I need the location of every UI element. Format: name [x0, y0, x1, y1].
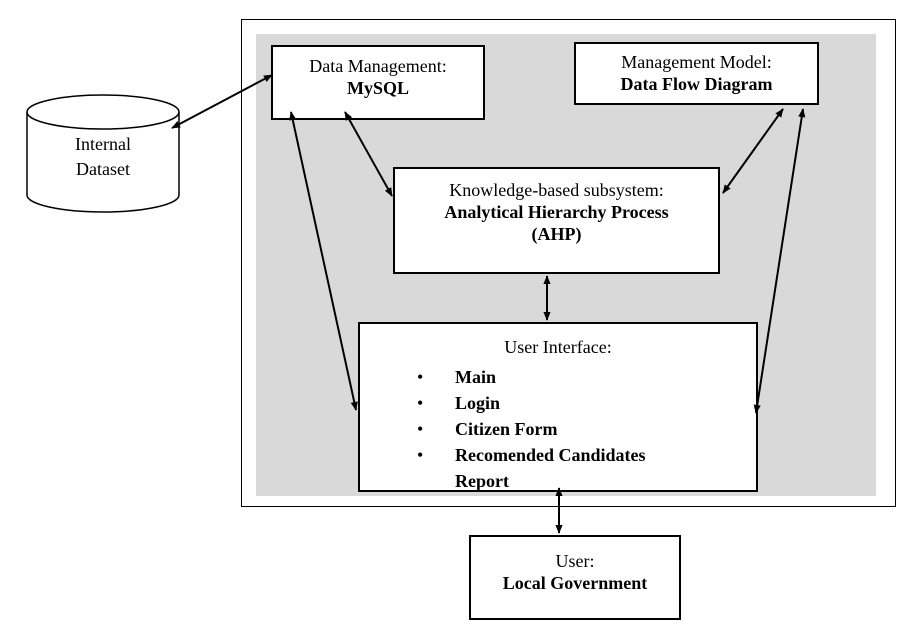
- arrow-managementmodel-userinterface: [753, 108, 806, 414]
- dataset-line-2: Dataset: [76, 159, 130, 179]
- user-value: Local Government: [502, 573, 648, 593]
- dataset-line-1: Internal: [75, 134, 131, 154]
- arrow-dataset-datamanagement: [171, 74, 273, 129]
- data-management-label: Data Management:: [309, 56, 447, 76]
- arrow-managementmodel-knowledge: [722, 108, 784, 194]
- bullet-icon: •: [417, 393, 424, 413]
- list-item-text: Report: [455, 471, 509, 491]
- bullet-icon: •: [417, 367, 424, 387]
- data-management-value: MySQL: [346, 78, 409, 98]
- user-interface-label: User Interface:: [504, 337, 612, 357]
- list-item: • Citizen Form: [360, 416, 756, 442]
- knowledge-subsystem-label: Knowledge-based subsystem:: [449, 180, 664, 200]
- list-item-text: Login: [455, 393, 501, 413]
- knowledge-subsystem-value-2: (AHP): [531, 224, 582, 244]
- arrow-datamanagement-userinterface: [289, 111, 358, 411]
- knowledge-subsystem-value-1: Analytical Hierarchy Process: [444, 202, 669, 222]
- user-label: User:: [555, 551, 595, 571]
- internal-dataset-label: Internal Dataset: [27, 132, 179, 182]
- knowledge-subsystem-box: Knowledge-based subsystem: Analytical Hi…: [393, 167, 720, 274]
- management-model-value: Data Flow Diagram: [620, 74, 773, 94]
- list-item-text: Main: [455, 367, 497, 387]
- arrow-datamanagement-knowledge: [344, 111, 393, 197]
- user-box: User: Local Government: [469, 535, 681, 620]
- bullet-icon: •: [417, 419, 424, 439]
- list-item: • Main: [360, 364, 756, 390]
- management-model-box: Management Model: Data Flow Diagram: [574, 42, 819, 105]
- user-interface-list: • Main • Login • Citizen Form • Recomended C…: [360, 364, 756, 491]
- bullet-icon: •: [417, 445, 424, 465]
- list-item: Report: [360, 468, 756, 491]
- database-cylinder-icon: [26, 94, 180, 213]
- management-model-label: Management Model:: [621, 52, 772, 72]
- list-item: • Login: [360, 390, 756, 416]
- list-item-text: Citizen Form: [455, 419, 558, 439]
- list-item-text: Recomended Candidates: [455, 445, 646, 465]
- list-item: • Recomended Candidates: [360, 442, 756, 468]
